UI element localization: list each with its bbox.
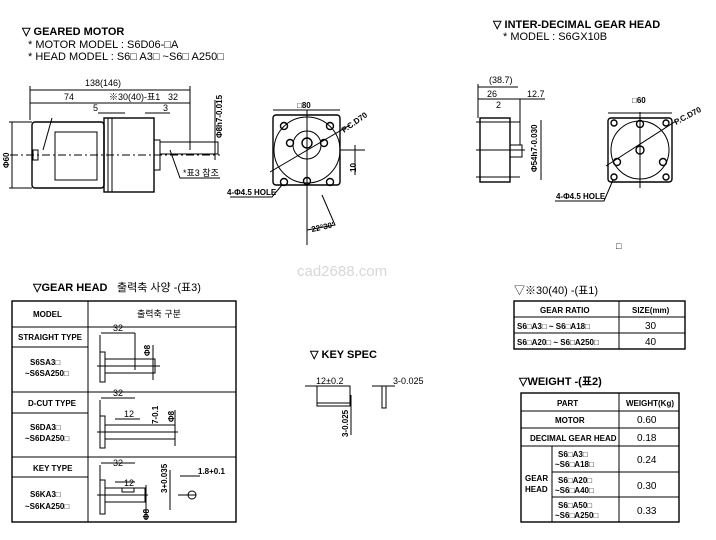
dim-motor-length: 74 xyxy=(64,92,74,102)
weight-group2-m1: S6□A20□ xyxy=(558,476,592,485)
weight-group3-m1: S6□A50□ xyxy=(558,501,592,510)
gear-head-subtitle: 출력축 사양 -(표3) xyxy=(117,281,201,294)
key-spec-height: 3-0.025 xyxy=(341,409,350,437)
dim-decimal-pcd: P.C.D70 xyxy=(673,105,703,127)
dim-body-dia: Φ60 xyxy=(2,152,11,168)
dcut-type-label: D-CUT TYPE xyxy=(28,399,77,408)
dcut-dim-12: 12 xyxy=(124,409,134,419)
key-spec-title: ▽ KEY SPEC xyxy=(309,349,377,361)
table1-header-ratio: GEAR RATIO xyxy=(540,306,590,315)
dim-pcd: P.C.D70 xyxy=(340,110,370,134)
gear-head-title: ▽GEAR HEAD xyxy=(32,282,108,294)
straight-dim-dia: Φ8 xyxy=(143,344,152,356)
decimal-head-title: ▽ INTER-DECIMAL GEAR HEAD xyxy=(492,19,660,31)
dim-square-80: □80 xyxy=(297,101,311,110)
key-dim-dia: Φ8 xyxy=(142,508,151,520)
key-type-label: KEY TYPE xyxy=(33,464,73,473)
dim-angle: 22°30' xyxy=(311,220,335,234)
weight-group1-value: 0.24 xyxy=(637,455,657,466)
dim-flange: 5 xyxy=(93,103,98,113)
weight-decimal-label: DECIMAL GEAR HEAD xyxy=(530,434,617,443)
gear-ratio-table xyxy=(513,300,686,350)
dim-decimal-step: 2 xyxy=(496,100,501,110)
table1-size-1: 30 xyxy=(645,321,657,332)
weight-header-part: PART xyxy=(557,399,578,408)
dim-shaft-dia: Φ8h7-0.015 xyxy=(215,94,224,138)
dim-overall-length: 138(146) xyxy=(85,78,121,88)
straight-model-2: ~S6SA250□ xyxy=(25,369,69,378)
straight-model-1: S6SA3□ xyxy=(30,358,60,367)
dim-decimal-boss: 12.7 xyxy=(527,89,545,99)
watermark: cad2688.com xyxy=(297,263,387,280)
dcut-dim-flat: 7-0.1 xyxy=(151,405,160,424)
straight-type-label: STRAIGHT TYPE xyxy=(18,333,83,342)
key-dim-12: 12 xyxy=(124,478,134,488)
motor-model-label: * MOTOR MODEL : S6D06-□A xyxy=(28,39,179,51)
dim-shaft-step: 3 xyxy=(163,103,168,113)
gear-head-header-model: MODEL xyxy=(33,310,62,319)
weight-group1-m1: S6□A3□ xyxy=(558,450,588,459)
weight-group3-m2: ~S6□A250□ xyxy=(555,511,598,520)
dim-decimal-boss-dia: Φ54h7-0.030 xyxy=(530,124,539,172)
table1-ratio-1: S6□A3□ ~ S6□A18□ xyxy=(517,322,590,331)
weight-decimal-value: 0.18 xyxy=(637,433,657,444)
weight-title: ▽WEIGHT -(표2) xyxy=(518,376,602,388)
weight-motor-label: MOTOR xyxy=(555,416,585,425)
key-dim-width: 1.8+0.1 xyxy=(198,467,225,476)
weight-group3-value: 0.33 xyxy=(637,506,657,517)
key-spec-sketch xyxy=(305,385,395,435)
table3-note: *표3 참조 xyxy=(183,168,219,178)
dcut-shaft-sketch xyxy=(97,397,178,449)
motor-front-view xyxy=(230,109,365,245)
table1-title: ▽※30(40) -(표1) xyxy=(514,285,598,297)
key-spec-length: 12±0.2 xyxy=(316,376,343,386)
dim-decimal-overall: (38.7) xyxy=(489,75,513,85)
gear-head-table xyxy=(11,300,237,523)
gear-head-header-shaft: 출력축 구분 xyxy=(137,308,181,319)
weight-gear-label-2: HEAD xyxy=(525,485,548,494)
dcut-dim-dia: Φ8 xyxy=(167,410,176,422)
dim-head-length: ※30(40)-표1 xyxy=(109,92,160,102)
key-model-1: S6KA3□ xyxy=(30,490,61,499)
straight-dim-32: 32 xyxy=(113,323,123,333)
motor-side-view xyxy=(9,86,220,193)
dim-offset-10: 10 xyxy=(349,163,358,172)
decimal-hole-note: 4-Φ4.5 HOLE xyxy=(556,192,606,201)
dcut-model-1: S6DA3□ xyxy=(30,423,61,432)
table1-header-size: SIZE(mm) xyxy=(632,306,670,315)
weight-table xyxy=(520,392,680,523)
key-dim-32: 32 xyxy=(113,458,123,468)
key-model-2: ~S6KA250□ xyxy=(25,502,69,511)
weight-group2-m2: ~S6□A40□ xyxy=(555,486,594,495)
weight-header-weight: WEIGHT(Kg) xyxy=(626,399,674,408)
dcut-dim-32: 32 xyxy=(113,388,123,398)
weight-gear-label-1: GEAR xyxy=(525,474,548,483)
dcut-model-2: ~S6DA250□ xyxy=(25,434,69,443)
decimal-head-model: * MODEL : S6GX10B xyxy=(503,31,607,43)
weight-motor-value: 0.60 xyxy=(637,415,657,426)
weight-group1-m2: ~S6□A18□ xyxy=(555,460,594,469)
key-spec-width: 3-0.025 xyxy=(393,376,424,386)
key-shaft-sketch xyxy=(97,462,200,520)
motor-hole-note: 4-Φ4.5 HOLE xyxy=(227,188,277,197)
geared-motor-title: ▽ GEARED MOTOR xyxy=(21,26,124,38)
dim-shaft-length: 32 xyxy=(168,92,178,102)
weight-group2-value: 0.30 xyxy=(637,481,657,492)
key-dim-depth: 3+0.035 xyxy=(160,463,169,493)
straight-shaft-sketch xyxy=(97,332,160,383)
decimal-head-front-view xyxy=(555,112,677,202)
table1-ratio-2: S6□A20□ ~ S6□A250□ xyxy=(517,338,599,347)
head-model-label: * HEAD MODEL : S6□ A3□ ~S6□ A250□ xyxy=(28,51,224,63)
decimal-mark: □ xyxy=(616,241,622,251)
dim-decimal-body: 26 xyxy=(487,89,497,99)
table1-size-2: 40 xyxy=(645,337,657,348)
decimal-head-side-view xyxy=(476,84,545,183)
dim-decimal-square: □60 xyxy=(632,96,646,105)
